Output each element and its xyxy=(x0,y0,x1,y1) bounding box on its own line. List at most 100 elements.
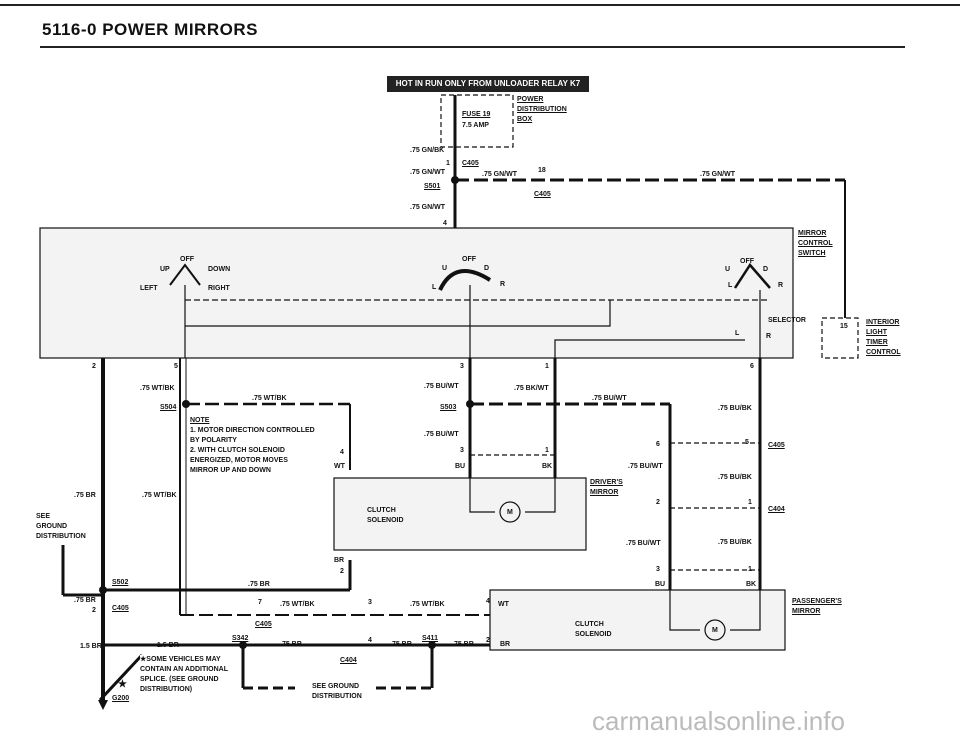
wire-wt-bk-2: .75 WT/BK xyxy=(252,395,287,402)
driver-wt: WT xyxy=(334,463,345,470)
c405-bottom: C405 xyxy=(255,621,272,628)
switch-r-2: R xyxy=(778,282,784,289)
driver-motor xyxy=(499,501,521,523)
pin-18: 18 xyxy=(538,167,546,174)
wire-wt-bk-1: .75 WT/BK xyxy=(140,385,175,392)
wire-gn-wt-3: .75 GN/WT xyxy=(700,171,736,178)
wire-gn-wt-1: .75 GN/WT xyxy=(410,169,446,176)
wire-bu-wt-3: .75 BU/WT xyxy=(424,431,459,438)
passenger-motor xyxy=(704,619,726,641)
switch-u-2: U xyxy=(725,266,731,273)
power-banner: HOT IN RUN ONLY FROM UNLOADER RELAY K7 xyxy=(387,76,589,92)
pin-6-c405: 6 xyxy=(656,441,660,448)
note-heading: NOTE xyxy=(190,417,210,424)
wire-bu-wt-5: .75 BU/WT xyxy=(626,540,661,547)
g200-label: G200 xyxy=(112,695,130,702)
s503-label: S503 xyxy=(440,404,457,411)
updown-switch xyxy=(169,263,201,286)
switch-d-2: D xyxy=(763,266,769,273)
s502-dot xyxy=(99,586,107,594)
c405-right-label: C405 xyxy=(768,442,785,449)
ground-symbol xyxy=(98,700,108,710)
s501-label: S501 xyxy=(424,183,441,190)
see-ground-2: GROUND xyxy=(36,523,68,530)
s342-dot xyxy=(239,641,247,649)
switch-name-3: SWITCH xyxy=(798,250,826,257)
pin-1-c404: 1 xyxy=(748,499,752,506)
switch-off-3: OFF xyxy=(740,258,754,265)
s501-dot xyxy=(451,176,459,184)
s503-dot xyxy=(466,400,474,408)
passenger-wt: WT xyxy=(498,601,509,608)
watermark: carmanualsonline.info xyxy=(592,706,845,736)
pdb-line1: POWER xyxy=(517,96,544,103)
pin-4-driver: 4 xyxy=(340,449,344,456)
motor-note: NOTE 1. MOTOR DIRECTION CONTROLLED BY PO… xyxy=(190,416,330,476)
driver-clutch: CLUTCH xyxy=(367,507,396,514)
wire-bu-bk-3: .75 BU/BK xyxy=(718,539,752,546)
c404-right-label: C404 xyxy=(768,506,785,513)
title-rule xyxy=(40,46,905,48)
switch-down: DOWN xyxy=(208,266,231,273)
pdb-line2: DISTRIBUTION xyxy=(517,106,567,113)
splice-line-4: DISTRIBUTION) xyxy=(140,686,193,693)
note-line-3: 2. WITH CLUTCH SOLENOID xyxy=(190,447,285,454)
ud-switch xyxy=(438,269,492,291)
wire-wt-bk-4: .75 WT/BK xyxy=(280,601,315,608)
switch-r-1: R xyxy=(500,281,506,288)
s411-dot xyxy=(428,641,436,649)
timer-box xyxy=(821,317,859,359)
timer-line3: TIMER xyxy=(866,339,888,346)
s502-label: S502 xyxy=(112,579,129,586)
wire-bu-wt-2: .75 BU/WT xyxy=(592,395,627,402)
wire-bu-bk-1: .75 BU/BK xyxy=(718,405,752,412)
lr-switch xyxy=(733,262,771,289)
driver-bk: BK xyxy=(542,463,553,470)
switch-internal-5 xyxy=(554,339,745,358)
timer-line2: LIGHT xyxy=(866,329,887,336)
pin-4-bottom: 4 xyxy=(486,598,490,605)
switch-selector: SELECTOR xyxy=(768,317,806,324)
wire-bu-wt-4: .75 BU/WT xyxy=(628,463,663,470)
pin-3-bottom: 3 xyxy=(368,599,372,606)
driver-br: BR xyxy=(334,557,345,564)
driver-motor-lead-1 xyxy=(469,478,495,513)
fuse-rating: 7.5 AMP xyxy=(462,122,489,129)
s504-label: S504 xyxy=(160,404,177,411)
fuse-label: FUSE 19 xyxy=(462,111,491,118)
passenger-clutch: CLUTCH xyxy=(575,621,604,628)
wire-gn-wt-4: .75 GN/WT xyxy=(410,204,446,211)
switch-right: RIGHT xyxy=(208,285,230,292)
pin-4-c404: 4 xyxy=(368,637,372,644)
note-line-1: 1. MOTOR DIRECTION CONTROLLED xyxy=(190,427,315,434)
splice-line-3: SPLICE. (SEE GROUND xyxy=(140,676,219,683)
switch-l-3: L xyxy=(735,330,740,337)
note-line-4: ENERGIZED, MOTOR MOVES xyxy=(190,457,288,464)
switch-u-1: U xyxy=(442,265,448,272)
passenger-mirror-box xyxy=(489,589,786,651)
switch-box xyxy=(39,227,794,359)
note-line-5: MIRROR UP AND DOWN xyxy=(190,467,271,474)
c405-top: C405 xyxy=(462,160,479,167)
switch-off-1: OFF xyxy=(180,256,194,263)
wire-bu-wt-1: .75 BU/WT xyxy=(424,383,459,390)
pin-2-driver: 2 xyxy=(340,568,344,575)
wire-br-3: .75 BR xyxy=(74,597,96,604)
page-title: 5116-0 POWER MIRRORS xyxy=(42,20,258,39)
pin-1-top: 1 xyxy=(446,160,450,167)
c404-bottom: C404 xyxy=(340,657,357,664)
pin-3-passenger: 3 xyxy=(656,566,660,573)
passenger-motor-m: M xyxy=(712,627,718,634)
pin-2-switch: 2 xyxy=(92,363,96,370)
passenger-solenoid: SOLENOID xyxy=(575,631,612,638)
switch-left: LEFT xyxy=(140,285,158,292)
pin-2-left: 2 xyxy=(92,607,96,614)
pin-2-passenger: 2 xyxy=(486,637,490,644)
wire-br15-2: 1.5 BR xyxy=(157,642,179,649)
passenger-mirror-1: PASSENGER'S xyxy=(792,598,842,605)
timer-line4: CONTROL xyxy=(866,349,901,356)
wire-gn-wt-2: .75 GN/WT xyxy=(482,171,518,178)
pin-15: 15 xyxy=(840,323,848,330)
passenger-bu: BU xyxy=(655,581,666,588)
